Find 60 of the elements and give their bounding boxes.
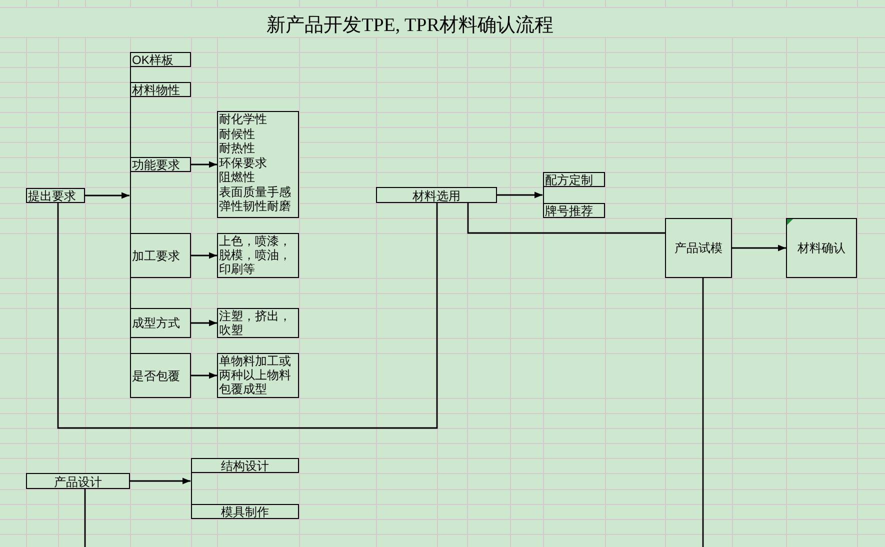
box-label: 是否包覆 [132,370,180,382]
box-label: 功能要求 [132,159,180,171]
box-label: 材料选用 [412,190,460,202]
arrow [497,192,542,198]
process-box [217,111,299,218]
list-item-text: 表面质量手感 [219,184,291,199]
process-box [131,308,191,338]
process-box [217,353,299,398]
process-box [376,187,497,203]
arrow [130,478,190,484]
box-label: 成型方式 [132,317,180,329]
box-label: 产品设计 [54,476,102,488]
process-box [192,458,299,473]
list-item-text: 耐化学性 [219,112,267,126]
process-box [786,218,857,278]
bracket-line [130,52,131,398]
box-label: 牌号推荐 [545,205,593,217]
connector-line [702,278,704,547]
process-box [217,308,299,338]
box-label: 材料物性 [132,84,180,96]
process-box [217,233,299,278]
bracket-line [190,458,192,519]
process-box [192,504,299,519]
box-label: 上色，喷漆，脱模，喷油，印刷等 [219,234,292,276]
list-item-text: 耐候性 [219,126,255,141]
process-box [544,203,605,218]
box-label: 产品试模 [674,242,722,254]
box-label: 加工要求 [132,250,180,262]
box-label: 结构设计 [221,460,269,472]
connector-line [467,203,665,234]
process-box [131,82,191,97]
bracket-line [542,172,544,218]
box-label: OK样板 [132,54,174,66]
list-item-text: 耐热性 [219,141,255,156]
arrow [732,244,786,252]
process-box [131,157,191,172]
arrow [191,320,217,326]
arrow [85,192,130,199]
list-item-text: 阻燃性 [219,170,255,184]
box-label: 配方定制 [545,174,593,186]
list-item-text: 弹性韧性耐磨 [219,199,291,214]
connector-line [57,203,438,429]
box-label: 材料确认 [798,242,846,254]
box-label: 提出要求 [28,190,76,202]
process-box [665,218,732,278]
arrow [191,372,217,379]
process-box [131,233,191,278]
arrow [191,161,217,168]
box-label: 单物料加工或两种以上物料包覆成型 [219,354,292,396]
connector-line [84,489,86,547]
box-label: 注塑，挤出，吹塑 [219,309,292,337]
process-box [544,172,605,187]
diagram-title: 新产品开发TPE, TPR材料确认流程 [266,15,554,37]
arrow [191,252,217,259]
process-box [26,188,85,203]
process-box [26,473,130,489]
box-label: 模具制作 [221,506,269,518]
process-box [131,353,191,398]
list-item-text: 环保要求 [219,156,267,170]
process-box [131,52,191,67]
